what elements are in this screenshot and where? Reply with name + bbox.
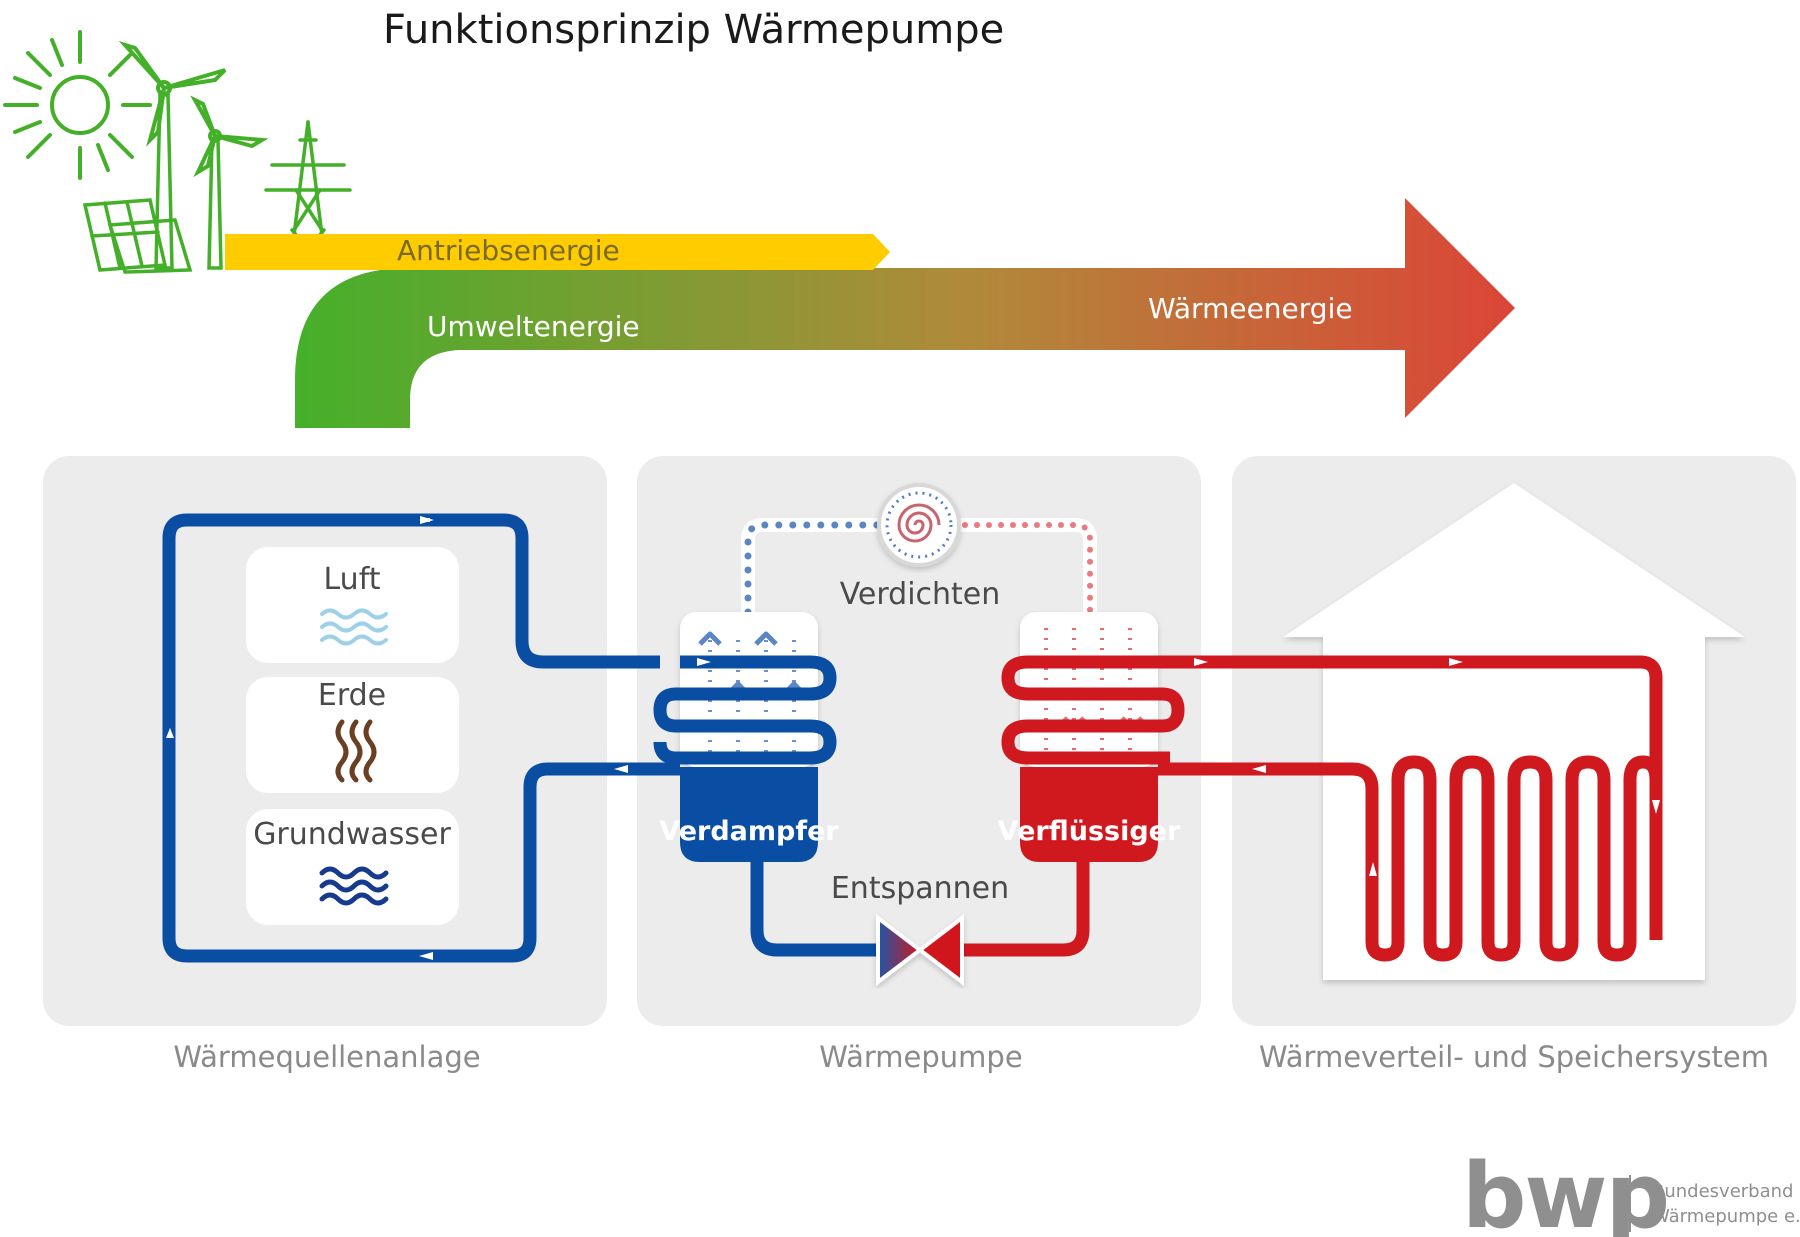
heating-loop <box>1158 655 1663 962</box>
logo-mark: bwp <box>1462 1144 1668 1237</box>
page-title: Funktionsprinzip Wärmepumpe <box>383 7 1004 53</box>
compressor-circuit: Verdichten <box>741 483 1097 619</box>
condenser-label: Verflüssiger <box>998 816 1181 847</box>
source-box-air: Luft <box>246 547 459 663</box>
compress-label: Verdichten <box>840 577 1001 612</box>
source-label-groundwater: Grundwasser <box>253 817 451 852</box>
drive-energy-band <box>225 234 890 270</box>
wind-turbine-icon <box>118 41 269 270</box>
heating-flow-arrows <box>1194 658 1660 876</box>
source-label-air: Luft <box>324 562 381 597</box>
bwp-logo: bwp Bundesverband Wärmepumpe e.V. <box>1462 1144 1800 1237</box>
water-waves-icon <box>319 866 389 906</box>
source-panel-caption: Wärmequellenanlage <box>173 1040 480 1074</box>
logo-line-2: Wärmepumpe e.V. <box>1652 1206 1800 1227</box>
source-box-groundwater: Grundwasser <box>246 809 459 925</box>
environment-energy-label: Umweltenergie <box>427 310 640 343</box>
expand-label: Entspannen <box>831 871 1009 906</box>
evaporator-unit: Verdampfer <box>653 612 839 862</box>
energy-flow-arrow: Antriebsenergie Umweltenergie Wärmeenerg… <box>225 198 1515 428</box>
earth-heat-icon <box>335 719 377 783</box>
distribution-panel-caption: Wärmeverteil- und Speichersystem <box>1259 1040 1769 1074</box>
expansion-line <box>750 862 1090 957</box>
solar-panel-icon <box>82 198 193 274</box>
logo-line-1: Bundesverband <box>1652 1181 1793 1202</box>
source-flow-arrows <box>166 516 628 960</box>
air-waves-icon <box>320 608 388 646</box>
heat-energy-label: Wärmeenergie <box>1148 292 1353 325</box>
compressor-icon <box>877 483 961 567</box>
heat-pump-panel <box>637 456 1201 1026</box>
source-box-earth: Erde <box>246 677 459 793</box>
expansion-valve-icon <box>876 913 964 987</box>
condenser-base <box>1020 767 1158 862</box>
condenser-unit: Verflüssiger <box>998 612 1185 862</box>
sun-icon <box>3 30 152 180</box>
source-label-earth: Erde <box>318 678 386 713</box>
evaporator-label: Verdampfer <box>659 816 839 847</box>
pump-panel-caption: Wärmepumpe <box>819 1040 1022 1074</box>
drive-energy-label: Antriebsenergie <box>397 234 620 267</box>
condenser-flow-dots <box>1044 628 1132 760</box>
evaporator-base <box>680 767 818 862</box>
energy-arrow-shape <box>295 198 1515 428</box>
renewables-icon-group <box>3 30 352 274</box>
condenser-coil <box>1001 655 1185 765</box>
evaporator-coil <box>653 655 837 765</box>
